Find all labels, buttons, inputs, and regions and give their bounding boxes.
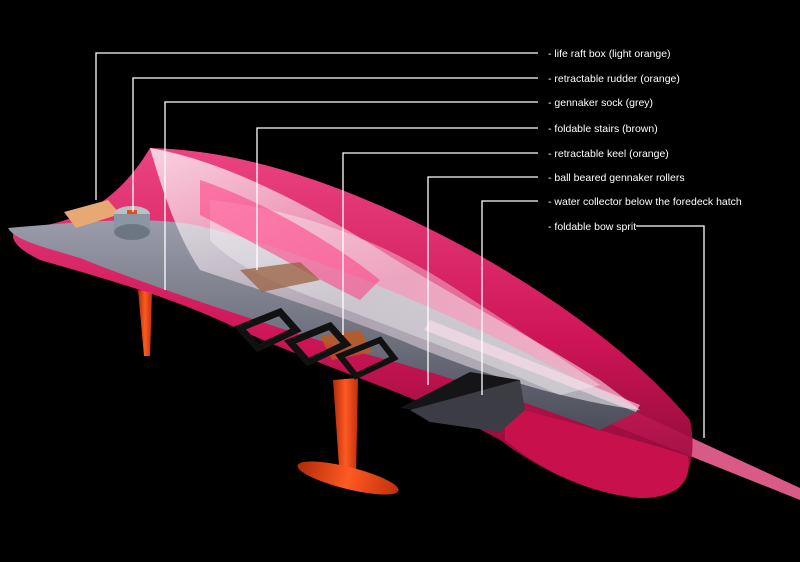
- keel-foil: [333, 378, 358, 480]
- callout-line-water-collector: [481, 200, 538, 395]
- label-retractable-keel: - retractable keel (orange): [548, 148, 669, 160]
- label-gennaker-rollers: - ball beared gennaker rollers: [548, 172, 685, 184]
- label-gennaker-sock: - gennaker sock (grey): [548, 97, 653, 109]
- frame-1: [234, 307, 302, 353]
- life-raft-box-shape: [64, 200, 120, 228]
- callout-line-rudder: [132, 77, 538, 212]
- callout-line-life-raft-box: [95, 52, 538, 200]
- callout-line-bow-sprit: [636, 225, 705, 438]
- label-life-raft-box: - life raft box (light orange): [548, 48, 671, 60]
- roller-bar: [400, 372, 520, 414]
- callout-line-rollers: [427, 176, 538, 385]
- keel-bulb: [297, 461, 399, 495]
- frame-2: [284, 321, 352, 367]
- label-bow-sprit: - foldable bow sprit: [548, 221, 636, 233]
- callout-line-keel: [342, 152, 538, 335]
- rudder-marker: [127, 210, 137, 214]
- label-foldable-stairs: - foldable stairs (brown): [548, 123, 658, 135]
- label-retractable-rudder: - retractable rudder (orange): [548, 73, 680, 85]
- callout-lines: [95, 52, 705, 438]
- bow-stripe: [424, 320, 640, 412]
- rudder-post-bottom: [114, 224, 150, 240]
- label-water-collector: - water collector below the foredeck hat…: [548, 196, 742, 208]
- rudder-foil: [138, 290, 152, 356]
- cabin-interior: [200, 180, 380, 300]
- stairs-shape: [240, 262, 320, 292]
- water-collector-shape: [410, 380, 525, 432]
- frame-3: [335, 336, 399, 380]
- callout-line-gennaker-sock: [164, 101, 538, 290]
- callout-line-stairs: [256, 127, 538, 270]
- hull-lower: [505, 405, 689, 498]
